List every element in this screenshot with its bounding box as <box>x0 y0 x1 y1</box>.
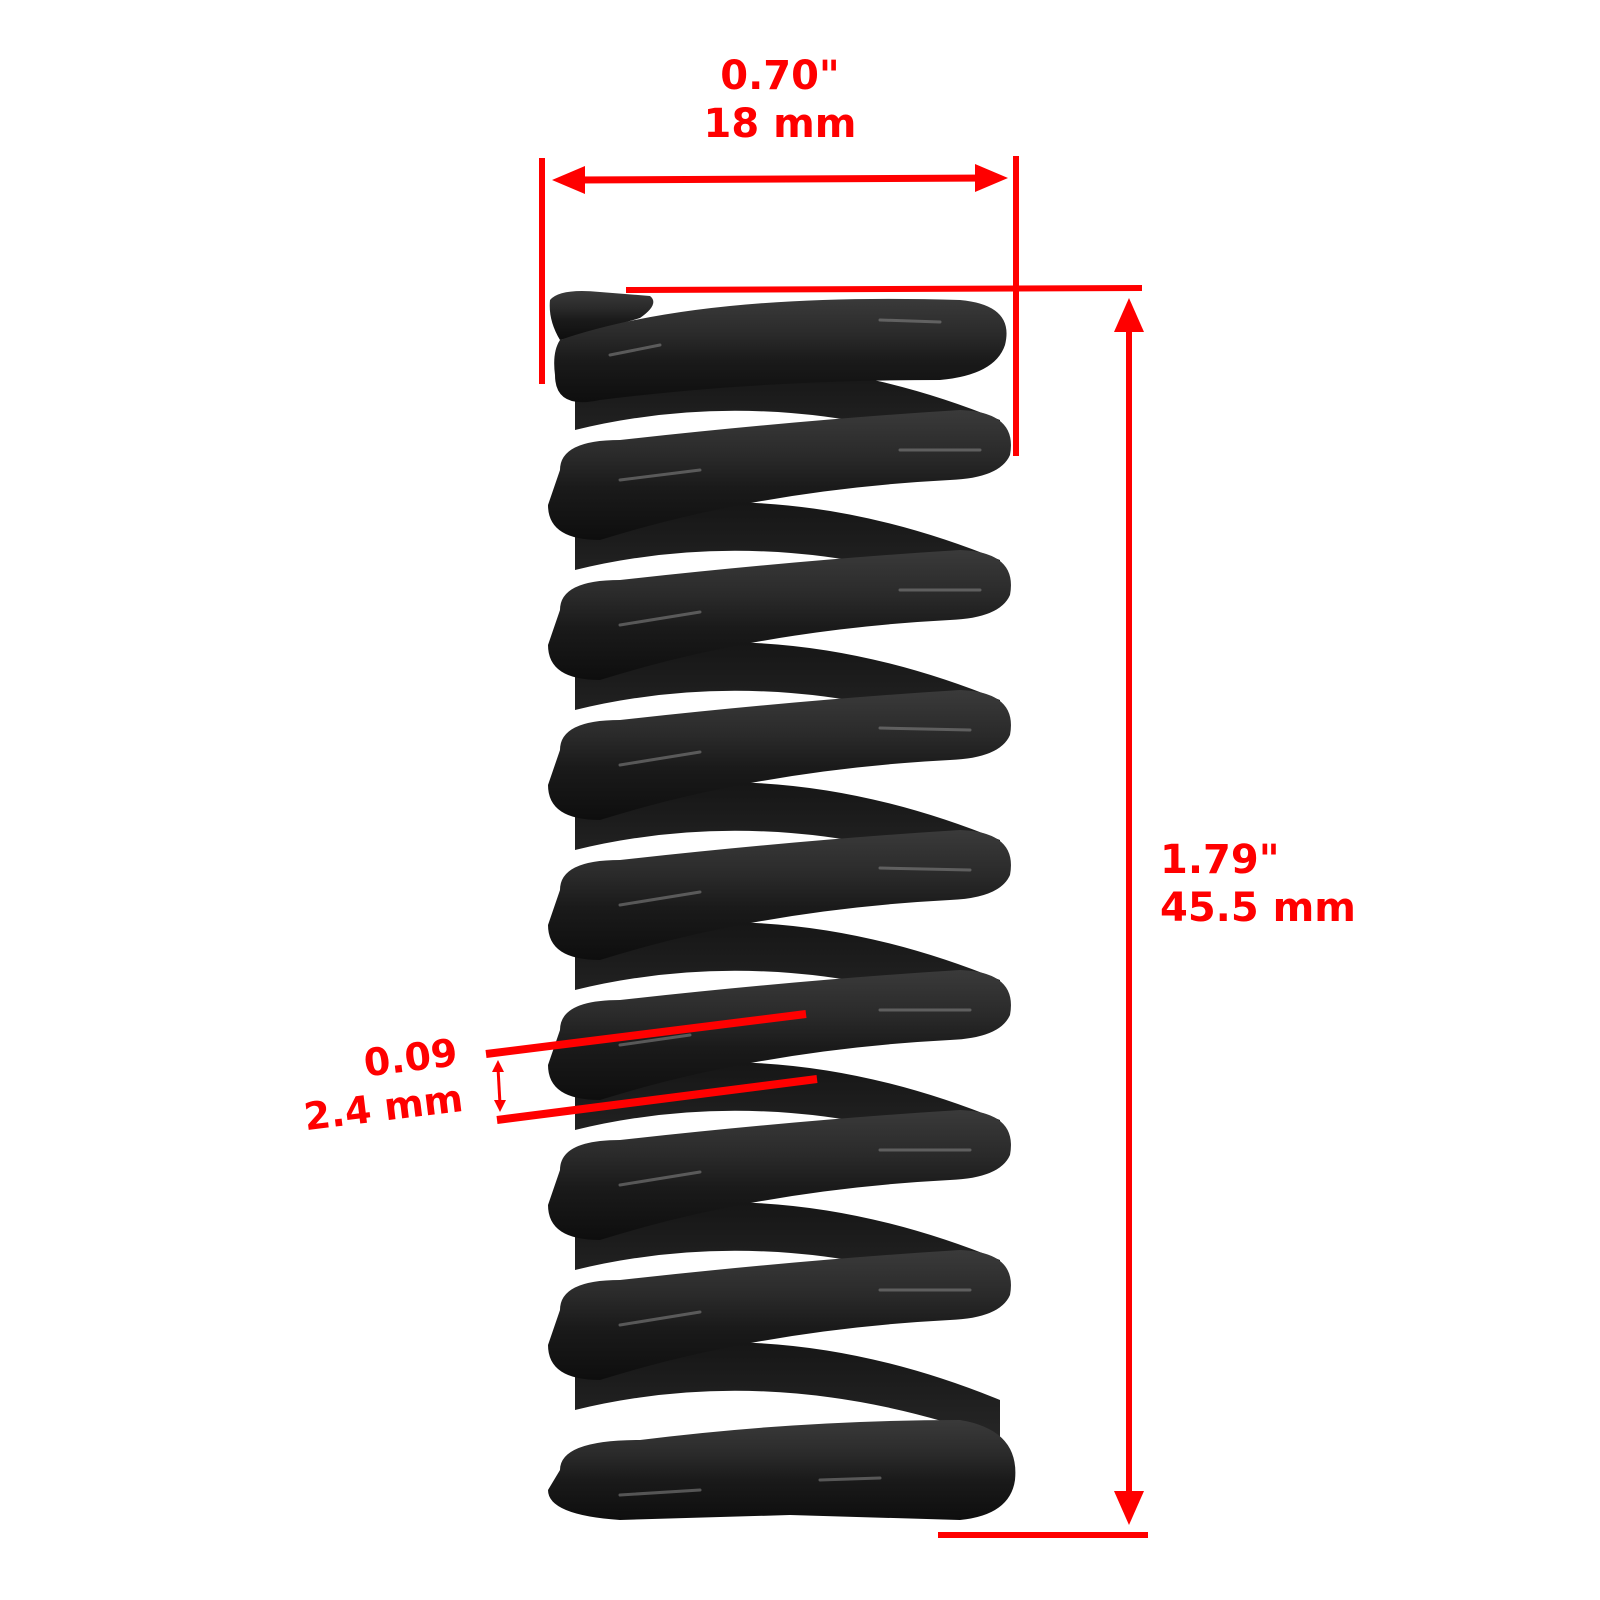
free-length-metric: 45.5 mm <box>1160 885 1356 931</box>
outer-diameter-metric: 18 mm <box>703 101 857 147</box>
spring-coils <box>548 291 1016 1520</box>
outer-diameter-imperial: 0.70" <box>720 53 840 99</box>
outer-diameter-label: 0.70" 18 mm <box>640 52 920 148</box>
free-length-label: 1.79" 45.5 mm <box>1160 836 1356 932</box>
outer-diameter-dimension <box>539 156 1019 456</box>
free-length-dimension <box>625 285 1148 1538</box>
free-length-imperial: 1.79" <box>1160 837 1280 883</box>
wire-diameter-dimension <box>485 1010 818 1124</box>
